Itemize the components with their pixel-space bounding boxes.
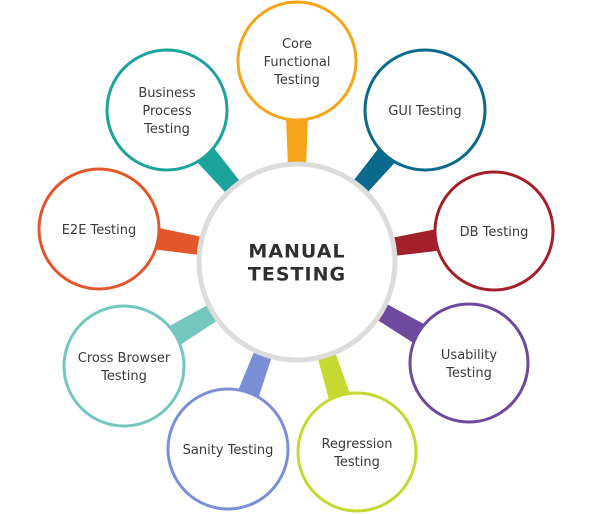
connector-db-testing	[388, 228, 442, 257]
node-label-gui-testing: GUI Testing	[388, 104, 461, 119]
node-circle-regression-testing	[296, 391, 418, 513]
connector-sanity-testing	[237, 347, 273, 401]
node-label-line: Usability	[441, 348, 497, 363]
node-label-line: Cross Browser	[78, 351, 171, 366]
node-circle-gui-testing	[363, 48, 487, 172]
node-label-line: Testing	[445, 366, 492, 381]
connector-usability-testing	[373, 301, 428, 345]
node-sanity-testing: Sanity Testing	[166, 387, 290, 511]
node-label-line: Testing	[333, 455, 380, 470]
node-circle-cross-browser-testing	[62, 304, 186, 428]
node-circle-e2e-testing	[37, 167, 161, 291]
connector-business-process-testing	[195, 145, 243, 197]
node-db-testing: DB Testing	[433, 170, 555, 292]
node-circle-db-testing	[433, 170, 555, 292]
node-circle-core-functional-testing	[236, 0, 358, 122]
node-label-line: Process	[142, 104, 192, 119]
connector-cross-browser-testing	[166, 302, 222, 347]
center-circle	[196, 161, 398, 363]
node-circle-usability-testing	[408, 302, 530, 424]
node-label-line: Regression	[321, 437, 392, 452]
node-e2e-testing: E2E Testing	[37, 167, 161, 291]
node-label-line: E2E Testing	[62, 223, 137, 238]
node-label-line: Business	[138, 86, 196, 101]
center-label-line: MANUAL	[248, 241, 345, 263]
connectors	[152, 116, 442, 403]
connector-e2e-testing	[152, 227, 206, 256]
node-gui-testing: GUI Testing	[363, 48, 487, 172]
node-label-line: Testing	[100, 369, 147, 384]
node-label-line: Testing	[143, 122, 190, 137]
connector-core-functional-testing	[286, 116, 308, 168]
connector-gui-testing	[350, 145, 398, 196]
node-label-db-testing: DB Testing	[460, 225, 529, 240]
node-label-line: Sanity Testing	[183, 443, 274, 458]
node-label-e2e-testing: E2E Testing	[62, 223, 137, 238]
node-circle-business-process-testing	[105, 48, 229, 172]
node-label-line: Functional	[264, 55, 331, 70]
node-label-line: Testing	[273, 73, 320, 88]
connector-regression-testing	[316, 348, 351, 403]
node-label-line: DB Testing	[460, 225, 529, 240]
node-label-line: Core	[282, 37, 312, 52]
node-label-line: GUI Testing	[388, 104, 461, 119]
center-label-line: TESTING	[248, 264, 346, 286]
node-label-sanity-testing: Sanity Testing	[183, 443, 274, 458]
node-circle-sanity-testing	[166, 387, 290, 511]
